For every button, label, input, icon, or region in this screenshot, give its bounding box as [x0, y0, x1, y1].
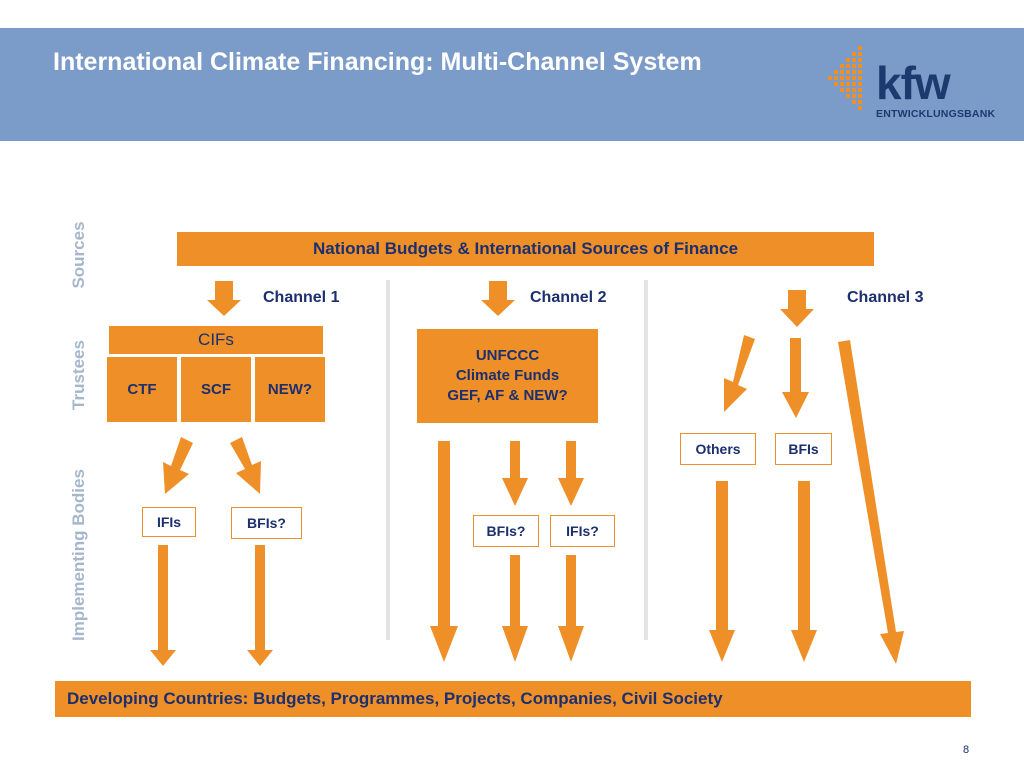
- arrow-diagonal-icon: [163, 437, 193, 494]
- bfis-question-box: BFIs?: [231, 507, 302, 539]
- arrow-down-icon: [247, 545, 273, 666]
- logo-wordmark: kfw: [876, 57, 951, 109]
- arrow-diagonal-icon: [230, 437, 261, 494]
- new-fund-box: NEW?: [255, 357, 325, 422]
- cifs-box: CIFs: [109, 326, 323, 354]
- bfis-question-box-2: BFIs?: [473, 515, 539, 547]
- ctf-box: CTF: [107, 357, 177, 422]
- arrow-down-icon: [782, 338, 809, 418]
- unfccc-box: UNFCCC Climate Funds GEF, AF & NEW?: [417, 329, 598, 423]
- arrow-down-icon: [502, 441, 528, 506]
- arrow-down-icon: [481, 281, 515, 316]
- unfccc-line-1: UNFCCC: [475, 347, 540, 364]
- arrow-down-icon: [780, 290, 814, 327]
- arrow-down-icon: [709, 481, 735, 662]
- arrow-down-icon: [558, 441, 584, 506]
- ifis-question-box: IFIs?: [550, 515, 615, 547]
- arrow-diagonal-icon: [724, 335, 755, 412]
- bfis-box: BFIs: [775, 433, 832, 465]
- arrow-down-icon: [502, 555, 528, 662]
- slide-title: International Climate Financing: Multi-C…: [53, 48, 702, 76]
- arrow-down-icon: [207, 281, 241, 316]
- scf-box: SCF: [181, 357, 251, 422]
- channel-divider-2: [644, 280, 648, 640]
- arrow-down-icon: [558, 555, 584, 662]
- arrow-down-icon: [791, 481, 817, 662]
- logo-subtitle: ENTWICKLUNGSBANK: [876, 108, 996, 120]
- kfw-logo-icon: [828, 46, 862, 110]
- ifis-box: IFIs: [142, 507, 196, 537]
- arrow-down-icon: [430, 441, 458, 662]
- channel-divider-1: [386, 280, 390, 640]
- unfccc-line-3: GEF, AF & NEW?: [447, 387, 568, 404]
- others-box: Others: [680, 433, 756, 465]
- destination-box: Developing Countries: Budgets, Programme…: [55, 681, 971, 717]
- arrow-diagonal-icon: [838, 340, 904, 664]
- channel-1-label: Channel 1: [263, 289, 340, 306]
- channel-3-label: Channel 3: [847, 289, 924, 306]
- arrow-down-icon: [150, 545, 176, 666]
- unfccc-line-2: Climate Funds: [455, 367, 560, 384]
- channel-2-label: Channel 2: [530, 289, 607, 306]
- page-number: 8: [963, 744, 970, 756]
- sources-box: National Budgets & International Sources…: [177, 232, 874, 266]
